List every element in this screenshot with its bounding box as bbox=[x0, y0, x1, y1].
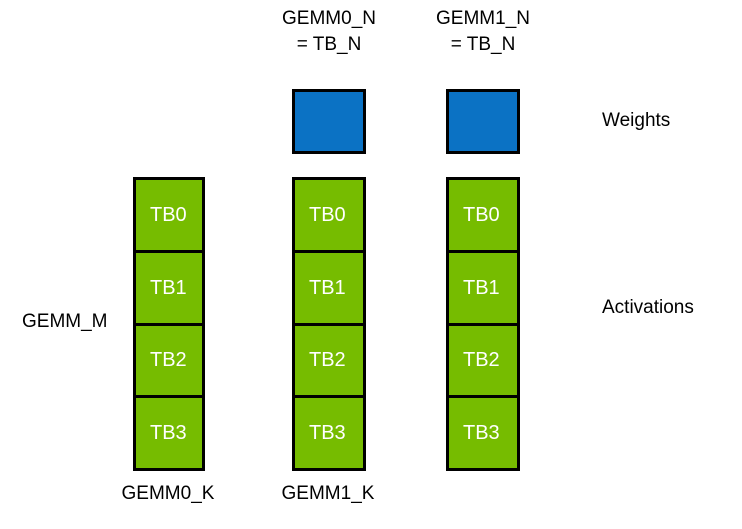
activations-row-label: Activations bbox=[602, 297, 694, 318]
activation-cell[interactable]: TB2 bbox=[446, 322, 520, 399]
gemm0-weight-block[interactable] bbox=[292, 89, 366, 154]
gemm0-n-label-line1: GEMM0_N bbox=[282, 8, 376, 29]
activation-cell-label: TB2 bbox=[150, 349, 187, 372]
activation-cell-label: TB1 bbox=[309, 276, 346, 299]
gemm1-weight-block[interactable] bbox=[446, 89, 520, 154]
activation-column-2: TB0 TB1 TB2 TB3 bbox=[446, 177, 520, 471]
activation-column-1: TB0 TB1 TB2 TB3 bbox=[292, 177, 366, 471]
activation-column-0: TB0 TB1 TB2 TB3 bbox=[133, 177, 205, 471]
activation-cell[interactable]: TB1 bbox=[446, 249, 520, 326]
activation-cell-label: TB1 bbox=[150, 276, 187, 299]
activation-cell[interactable]: TB0 bbox=[446, 177, 520, 253]
activation-cell[interactable]: TB2 bbox=[292, 322, 366, 399]
gemm1-n-label-line2: = TB_N bbox=[450, 34, 516, 55]
activation-cell-label: TB1 bbox=[463, 276, 500, 299]
activation-cell-label: TB0 bbox=[309, 203, 346, 226]
gemm1-k-label: GEMM1_K bbox=[281, 483, 375, 504]
activation-cell-label: TB0 bbox=[463, 203, 500, 226]
activation-cell[interactable]: TB3 bbox=[446, 395, 520, 471]
gemm1-n-label: GEMM1_N = TB_N bbox=[408, 6, 558, 58]
gemm1-n-label-line1: GEMM1_N bbox=[436, 8, 530, 29]
activation-cell-label: TB0 bbox=[150, 203, 187, 226]
activation-cell-label: TB2 bbox=[463, 349, 500, 372]
activation-cell[interactable]: TB3 bbox=[292, 395, 366, 471]
activation-cell-label: TB2 bbox=[309, 349, 346, 372]
activation-cell[interactable]: TB0 bbox=[133, 177, 205, 253]
gemm0-n-label-line2: = TB_N bbox=[296, 34, 362, 55]
activation-cell-label: TB3 bbox=[463, 422, 500, 445]
activation-cell[interactable]: TB1 bbox=[133, 249, 205, 326]
gemm-m-label: GEMM_M bbox=[22, 311, 108, 332]
activation-cell[interactable]: TB2 bbox=[133, 322, 205, 399]
gemm0-n-label: GEMM0_N = TB_N bbox=[254, 6, 404, 58]
gemm0-k-label: GEMM0_K bbox=[121, 483, 215, 504]
activation-cell[interactable]: TB3 bbox=[133, 395, 205, 471]
weights-row-label: Weights bbox=[602, 110, 671, 131]
activation-cell-label: TB3 bbox=[309, 422, 346, 445]
activation-cell[interactable]: TB1 bbox=[292, 249, 366, 326]
activation-cell-label: TB3 bbox=[150, 422, 187, 445]
activation-cell[interactable]: TB0 bbox=[292, 177, 366, 253]
